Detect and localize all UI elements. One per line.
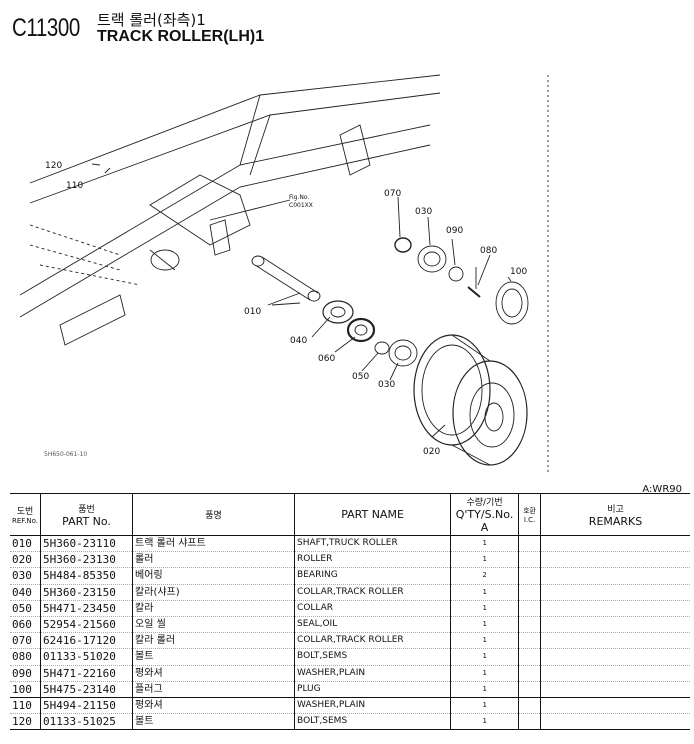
- callout-010: 010: [244, 307, 261, 317]
- parts-table: 도번 REF.No. 품번 PART No. 품명 PART NAME 수량/기…: [10, 493, 690, 731]
- page-title: TRACK ROLLER(LH)1: [97, 28, 265, 45]
- figure-number-label: Fig.No.: [289, 194, 309, 201]
- callout-100: 100: [510, 267, 527, 277]
- callout-030-lower: 030: [378, 380, 395, 390]
- figure-number-value: C001XX: [289, 202, 313, 209]
- callout-060: 060: [318, 354, 335, 364]
- callout-030: 030: [415, 207, 432, 217]
- exploded-parts-diagram: 120 110 070 030 090 080 100 010 040 060 …: [0, 55, 694, 475]
- page-title-korean: 트랙 롤러(좌측)1: [97, 11, 206, 29]
- callout-020: 020: [423, 447, 440, 457]
- header-part-name: PART NAME: [294, 493, 451, 536]
- header-qty: 수량/기번 Q'TY/S.No. A: [450, 493, 519, 536]
- revision-code: A:WR90: [642, 484, 682, 495]
- table-header-row: 도번 REF.No. 품번 PART No. 품명 PART NAME 수량/기…: [10, 493, 690, 536]
- callout-110: 110: [66, 181, 83, 191]
- callout-080: 080: [480, 246, 497, 256]
- callout-070: 070: [384, 189, 401, 199]
- header-ref-no: 도번 REF.No.: [10, 493, 41, 536]
- callout-040: 040: [290, 336, 307, 346]
- callout-090: 090: [446, 226, 463, 236]
- header-name-korean: 품명: [132, 493, 295, 536]
- page-code: C11300: [12, 14, 80, 42]
- diagram-canvas: 120 110 070 030 090 080 100 010 040 060 …: [19, 74, 549, 475]
- header-part-no: 품번 PART No.: [40, 493, 133, 536]
- illustration-id: 5H650-061-10: [44, 451, 88, 458]
- callout-050: 050: [352, 372, 369, 382]
- callout-120: 120: [45, 161, 62, 171]
- header-interchange: 호환 I.C.: [518, 493, 541, 536]
- header-remarks: 비고 REMARKS: [540, 493, 690, 536]
